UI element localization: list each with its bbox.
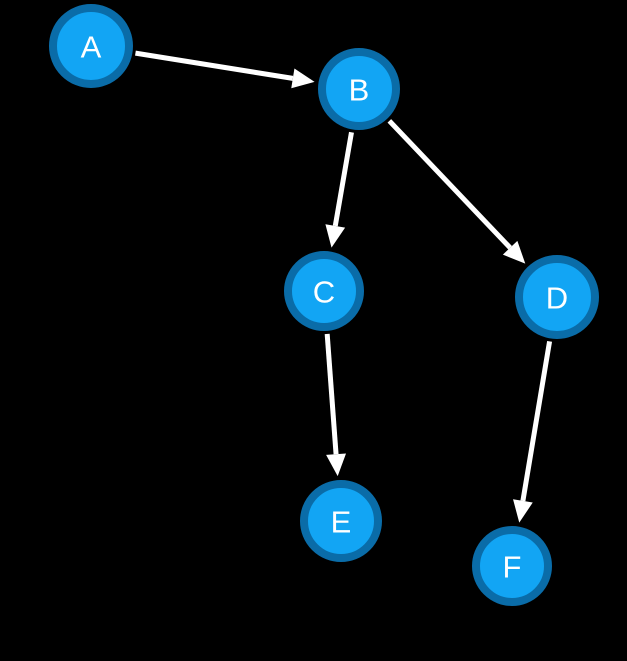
edge-arrowhead bbox=[325, 224, 346, 248]
graph-node[interactable]: E bbox=[300, 480, 382, 562]
edge-line bbox=[324, 333, 339, 455]
node-label: E bbox=[331, 505, 352, 540]
node-label: C bbox=[313, 275, 335, 310]
nodes-layer: A B C D E F bbox=[49, 4, 599, 606]
graph-edge[interactable] bbox=[324, 333, 347, 477]
graph-edge[interactable] bbox=[325, 131, 354, 248]
node-circle bbox=[49, 4, 133, 88]
graph-node[interactable]: D bbox=[515, 255, 599, 339]
node-label: A bbox=[81, 30, 102, 65]
graph-node[interactable]: F bbox=[472, 526, 552, 606]
edge-arrowhead bbox=[291, 68, 315, 89]
graph-edge[interactable] bbox=[135, 50, 315, 89]
edge-arrowhead bbox=[326, 453, 347, 477]
edge-arrowhead bbox=[502, 240, 526, 264]
edge-line bbox=[520, 340, 553, 502]
edge-line bbox=[135, 50, 294, 81]
edge-line bbox=[387, 119, 512, 250]
edge-arrowhead bbox=[513, 499, 533, 523]
node-circle bbox=[300, 480, 382, 562]
node-circle bbox=[472, 526, 552, 606]
node-circle bbox=[284, 251, 364, 331]
graph-edge[interactable] bbox=[513, 340, 553, 523]
node-label: F bbox=[503, 550, 522, 585]
node-label: B bbox=[349, 73, 370, 108]
graph-node[interactable]: B bbox=[318, 48, 400, 130]
graph-edge[interactable] bbox=[387, 119, 526, 264]
edges-layer bbox=[135, 50, 553, 523]
node-circle bbox=[515, 255, 599, 339]
graph-node[interactable]: A bbox=[49, 4, 133, 88]
edge-line bbox=[332, 131, 354, 227]
node-label: D bbox=[546, 281, 568, 316]
graph-node[interactable]: C bbox=[284, 251, 364, 331]
node-circle bbox=[318, 48, 400, 130]
